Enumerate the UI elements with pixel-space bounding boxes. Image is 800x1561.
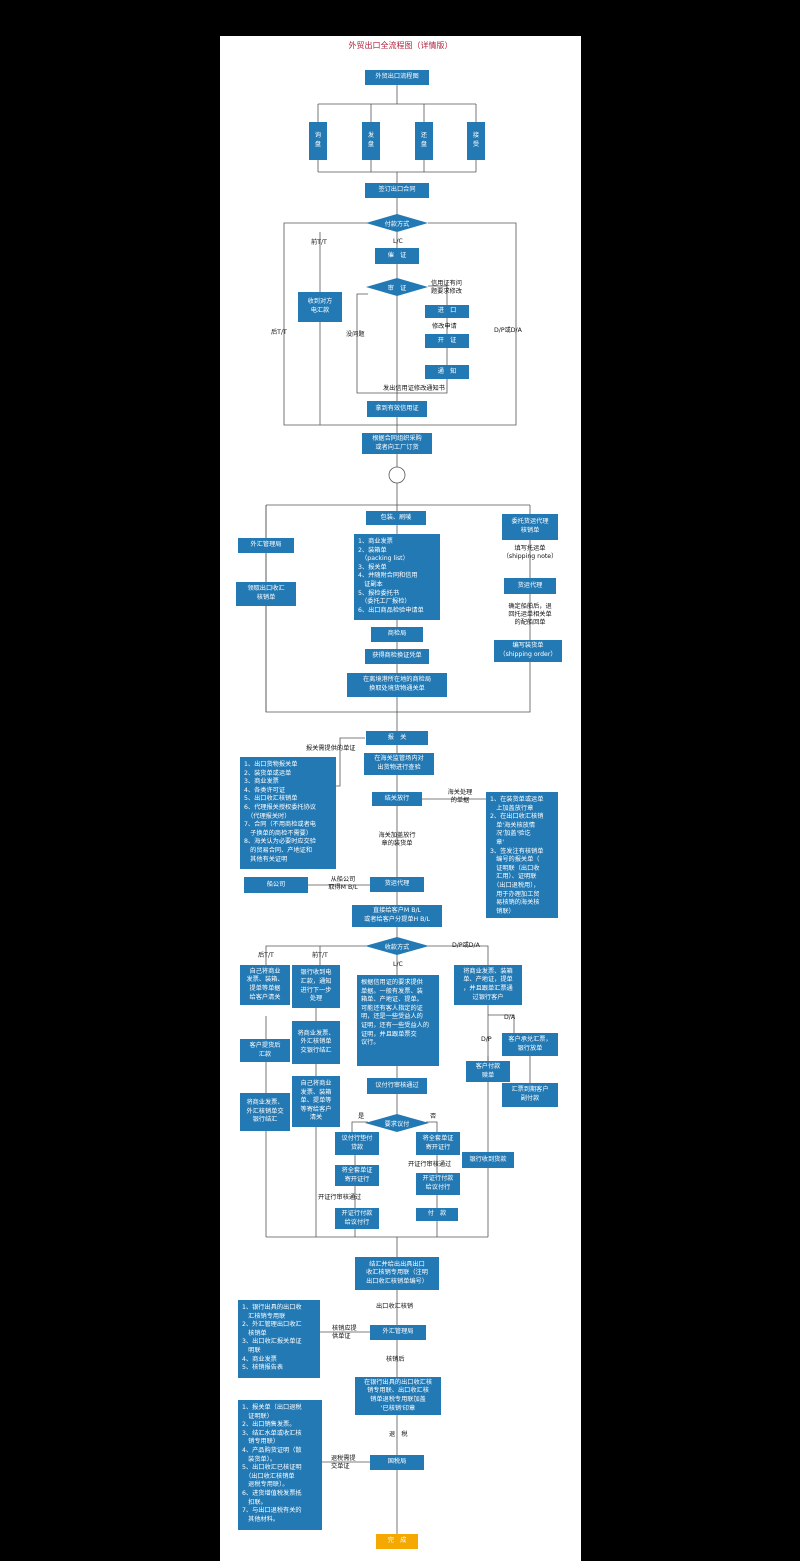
lc-prepare-box: 根据信用证的要求提供 单据。一般有发票、装 箱单、产地证、提单。 可能还有客人指… bbox=[357, 975, 439, 1066]
stamp-release-label: 海关加盖放行 章的装货单 bbox=[378, 832, 416, 847]
accept-draft-box: 客户承兑汇票， 银行放单 bbox=[502, 1033, 558, 1056]
self-send-docs-box: 自己将商业 发票、装箱 单、提单等 等寄给客户 清关 bbox=[292, 1076, 340, 1127]
client-pay-box: 客户付款 赎单 bbox=[466, 1061, 510, 1082]
tt-after-box: 自己将商业 发票、装箱、 提单等单据 给客户清关 bbox=[240, 965, 290, 1005]
due-pay-box: 汇票到期客户 副付款 bbox=[502, 1083, 558, 1107]
accept-box: 接 受 bbox=[467, 122, 485, 160]
send-set-1-box: 将全套单证 寄开证行 bbox=[335, 1165, 379, 1186]
post-tt-label: 后T/T bbox=[271, 329, 287, 336]
notify-box: 通 知 bbox=[425, 365, 469, 379]
write-note-label: 填写托运单 （shipping note） bbox=[502, 545, 558, 560]
inspect-goods-box: 在海关监管场内对 出货物进行查验 bbox=[364, 753, 434, 775]
negotiating-bank-box: 议付行审核通过 bbox=[367, 1078, 427, 1094]
customs-box: 报 关 bbox=[366, 731, 428, 745]
review-lc-text: 审 证 bbox=[387, 285, 407, 292]
client-pay-after-box: 客户提货后 汇款 bbox=[240, 1039, 290, 1062]
packing-box: 包装、刷唛 bbox=[366, 511, 426, 525]
shipping-order-box: 编写装货单 （shipping order） bbox=[494, 640, 562, 662]
junction-circle bbox=[388, 466, 406, 484]
pay-method-text: 付款方式 bbox=[384, 221, 410, 228]
bank-receive-box: 银行收到货款 bbox=[462, 1152, 514, 1168]
da-label: D/A bbox=[504, 1014, 516, 1021]
ship-company-box: 船公司 bbox=[244, 877, 308, 893]
decision-diamond bbox=[365, 937, 429, 955]
modify-label: 修改申请 bbox=[432, 323, 457, 330]
decision-diamond bbox=[366, 278, 428, 296]
pre-tt-2-label: 前T/T bbox=[312, 952, 328, 959]
dp-label: D/P bbox=[481, 1036, 492, 1043]
dp-da-label: D/P或D/A bbox=[494, 327, 522, 334]
require-pay-text: 要求议付 bbox=[384, 1121, 410, 1128]
stamp-verified-box: 在银行出具的出口收汇核 销专用联、出口收汇核 销单退税专用联加盖 '已核销'印章 bbox=[355, 1377, 441, 1415]
issue-modify-label: 发出信用证修改通知书 bbox=[383, 385, 445, 392]
offer-box: 发 盘 bbox=[362, 122, 380, 160]
give-bl-box: 直接给客户M B/L 或者给客户分提单H B/L bbox=[352, 905, 442, 927]
inspection-cert-box: 获得商检换证凭单 bbox=[365, 649, 429, 664]
post-tt-2-label: 后T/T bbox=[258, 952, 274, 959]
issuer-ok-1-label: 开证行审核通过 bbox=[318, 1194, 362, 1201]
page-title: 外贸出口全流程图（详情版） bbox=[348, 41, 453, 50]
issue-lc-box: 开 证 bbox=[425, 334, 469, 348]
docs-list-box: 1、商业发票 2、装箱单 （packing list） 3、报关单 4、并随附合… bbox=[354, 534, 440, 620]
settle-box: 将商业发票、 外汇核销单交 银行结汇 bbox=[240, 1093, 290, 1131]
tax-bureau-box: 国税局 bbox=[370, 1455, 424, 1470]
confirm-ship-label: 确定船舶后，退 回托运单相关单 的配船回单 bbox=[508, 603, 552, 626]
customs-proc-label: 海关处理 的单据 bbox=[447, 789, 473, 804]
done-box: 完 成 bbox=[376, 1534, 418, 1549]
sign-contract-box: 签订出口合同 bbox=[365, 183, 429, 198]
lc-label: L/C bbox=[393, 238, 403, 245]
tt-pre-box: 银行收到电 汇款，通知 进行下一步 处理 bbox=[292, 965, 340, 1008]
negotiating-advance-box: 议付行垫付 贷款 bbox=[335, 1132, 379, 1155]
verify-need-label: 核销应提 供单证 bbox=[332, 1325, 357, 1340]
issuer-pay-2-box: 开证行付款 给议付行 bbox=[416, 1173, 460, 1195]
valid-lc-box: 拿到有效信用证 bbox=[367, 401, 427, 417]
apply-verify-form-box: 领取出口收汇 核销单 bbox=[236, 582, 296, 606]
freight-agent-box: 货运代理 bbox=[504, 578, 556, 594]
tt-bank-docs-box: 将商业发票、 外汇核销单 交银行结汇 bbox=[292, 1021, 340, 1064]
get-bl-label: 从船公司 取得M B/L bbox=[328, 876, 358, 891]
forex-bureau-box: 外汇管理局 bbox=[238, 538, 294, 553]
inquiry-box: 询 盘 bbox=[309, 122, 327, 160]
tax-docs-box: 1、报关单（出口退税 证明联） 2、出口销售发票。 3、结汇水单或收汇核 销专用… bbox=[238, 1400, 322, 1530]
yes-label: 是 bbox=[358, 1113, 365, 1120]
no-label: 否 bbox=[430, 1113, 437, 1120]
verify-form-label: 出口收汇核销 bbox=[376, 1303, 414, 1310]
after-verify-label: 核销后 bbox=[386, 1356, 405, 1363]
start-box: 外贸出口流程图 bbox=[365, 70, 429, 85]
bank-settle-box: 结汇并给出出具出口 收汇核销专用联（注明 出口收汇核销单编号） bbox=[355, 1257, 439, 1290]
decision-diamond bbox=[366, 214, 428, 232]
freight-agent-2-box: 货运代理 bbox=[370, 877, 424, 892]
pre-tt-label: 前T/T bbox=[311, 239, 327, 246]
lc-2-label: L/C bbox=[393, 961, 403, 968]
send-set-2-box: 将全套单证 寄开证行 bbox=[416, 1132, 460, 1155]
exchange-clearance-box: 在离境港所在地的商检局 换取处境货物通关单 bbox=[347, 673, 447, 697]
lc-problem-label: 信用证有问 题要求修改 bbox=[431, 280, 462, 295]
release-box: 结关放行 bbox=[372, 792, 422, 806]
received-tt-box: 收到对方 电汇款 bbox=[298, 292, 342, 322]
verify-docs-box: 1、银行出具的出口收 汇核销专用联 2、外汇管理出口收汇 核销单 3、出口收汇报… bbox=[238, 1300, 320, 1378]
forex-bureau-2-box: 外汇管理局 bbox=[370, 1325, 426, 1340]
customs-proc-box: 1、在装货单或运单 上加盖放行章 2、在出口收汇核销 单'海关核放情 况'加盖'… bbox=[486, 792, 558, 918]
purchase-box: 根据合同组织采购 或者向工厂订货 bbox=[362, 433, 432, 454]
customs-docs-label: 报关需提供的单证 bbox=[306, 745, 356, 752]
payment-box: 付 款 bbox=[416, 1208, 458, 1221]
dp-docs-box: 将商业发票、装箱 单、产地证，提单 ，并且跟单汇票通 过银行客户 bbox=[454, 965, 522, 1005]
import-box: 进 口 bbox=[425, 305, 469, 318]
dp-da-2-label: D/P或D/A bbox=[452, 942, 480, 949]
tax-need-label: 退税需提 交单证 bbox=[331, 1455, 356, 1470]
decision-diamond bbox=[365, 1114, 429, 1132]
counter-offer-box: 还 盘 bbox=[415, 122, 433, 160]
urge-lc-box: 催 证 bbox=[375, 248, 419, 264]
issuer-ok-2-label: 开证行审核通过 bbox=[408, 1161, 452, 1168]
collect-method-text: 收款方式 bbox=[384, 944, 410, 951]
customs-docs-box: 1、出口货物报关单 2、装货单或运单 3、商业发票 4、各类许可证 5、出口收汇… bbox=[240, 757, 336, 869]
issuer-pay-1-box: 开证行付款 给议付行 bbox=[335, 1208, 379, 1229]
tax-refund-label: 退 税 bbox=[389, 1431, 408, 1438]
no-problem-label: 没问题 bbox=[346, 331, 365, 338]
inspection-bureau-box: 商检局 bbox=[371, 627, 423, 642]
entrust-freight-box: 委托货运代理 核销单 bbox=[502, 514, 558, 540]
